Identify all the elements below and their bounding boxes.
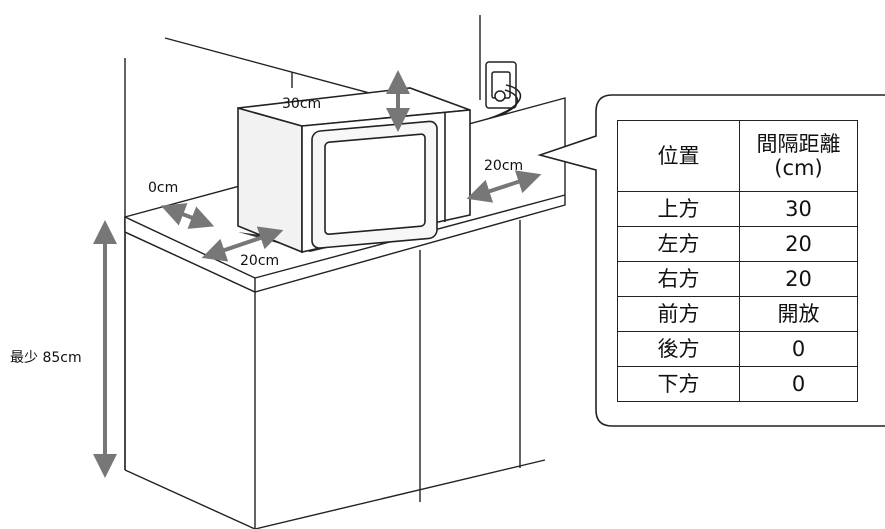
position-cell: 下方: [617, 366, 740, 402]
table-row: 右方 20: [617, 261, 858, 297]
microwave-oven: [237, 87, 471, 254]
distance-cell: 0: [739, 366, 858, 402]
clearance-table: 位置 間隔距離 (cm) 上方 30 左方 20 右方 20 前方 開放 後方 …: [617, 120, 858, 402]
right-arrow: [466, 170, 542, 203]
position-cell: 左方: [617, 226, 740, 262]
table-row: 上方 30: [617, 191, 858, 227]
distance-cell: 開放: [739, 296, 858, 332]
front-arrow: [201, 226, 284, 262]
position-cell: 後方: [617, 331, 740, 367]
left-clearance-label: 0cm: [148, 180, 178, 196]
table-row: 前方 開放: [617, 296, 858, 332]
distance-cell: 0: [739, 331, 858, 367]
top-clearance-label: 30cm: [282, 96, 321, 112]
counter-height-label: 最少 85cm: [10, 350, 82, 366]
distance-header: 間隔距離 (cm): [739, 120, 858, 192]
front-clearance-label: 20cm: [240, 253, 279, 269]
wall-outlet-icon: [469, 61, 522, 125]
position-header: 位置: [617, 120, 740, 192]
table-row: 後方 0: [617, 331, 858, 367]
distance-header-text: 間隔距離: [756, 132, 841, 156]
position-cell: 上方: [617, 191, 740, 227]
position-cell: 右方: [617, 261, 740, 297]
table-row: 左方 20: [617, 226, 858, 262]
table-row: 下方 0: [617, 366, 858, 402]
clearance-arrows: [93, 70, 542, 478]
right-clearance-label: 20cm: [484, 158, 523, 174]
left-arrow: [160, 203, 215, 229]
distance-cell: 20: [739, 261, 858, 297]
distance-unit-text: (cm): [774, 156, 823, 180]
cabinet: [124, 220, 546, 529]
table-header-row: 位置 間隔距離 (cm): [617, 120, 858, 192]
distance-cell: 30: [739, 191, 858, 227]
position-cell: 前方: [617, 296, 740, 332]
distance-cell: 20: [739, 226, 858, 262]
